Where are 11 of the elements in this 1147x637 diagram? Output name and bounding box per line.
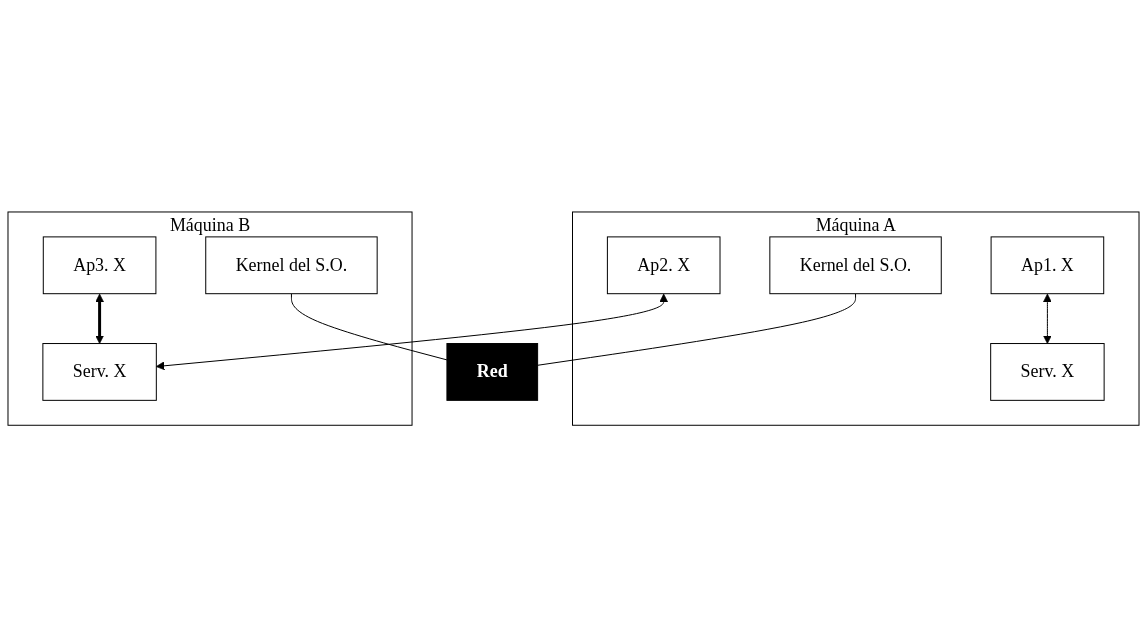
node-box: Kernel del S.O. xyxy=(205,236,378,295)
node-box: Ap3. X xyxy=(42,236,157,295)
node-box: Red xyxy=(446,342,539,401)
node-box: Serv. X xyxy=(990,342,1105,401)
connector xyxy=(290,293,448,361)
connector xyxy=(537,293,857,366)
node-box: Ap1. X xyxy=(990,236,1105,295)
node-box: Serv. X xyxy=(42,342,157,401)
arrow xyxy=(95,293,104,344)
node-box: Kernel del S.O. xyxy=(769,236,942,295)
node-box: Ap2. X xyxy=(606,236,721,295)
